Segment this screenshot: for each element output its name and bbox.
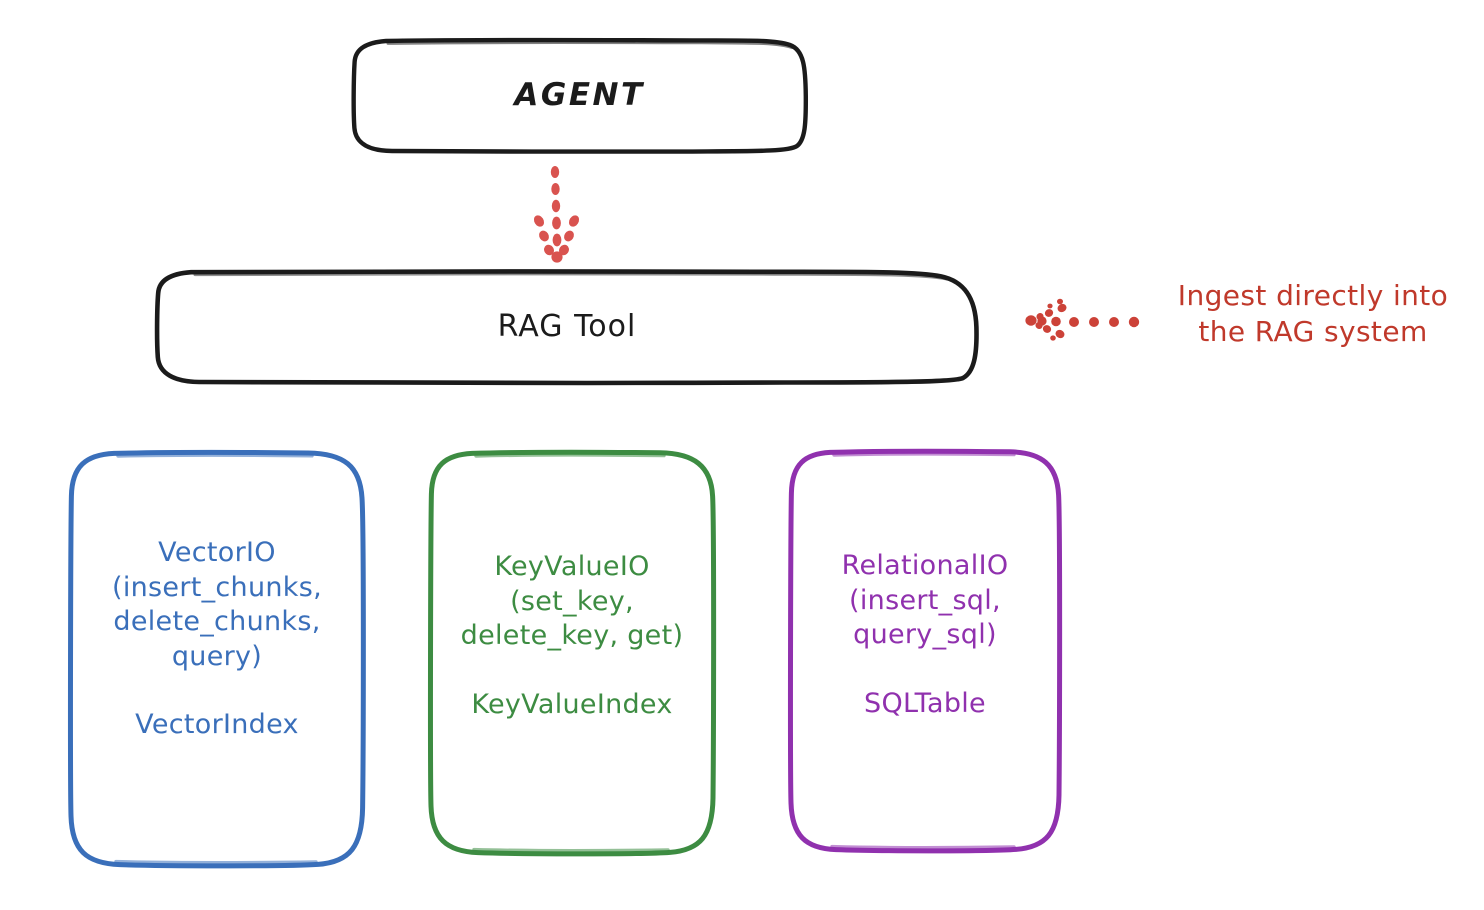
node-key-value-io[interactable]: KeyValueIO (set_key, delete_key, get) Ke… (427, 449, 717, 857)
node-vector-io[interactable]: VectorIO (insert_chunks, delete_chunks, … (67, 449, 366, 869)
rag-tool-label: RAG Tool (497, 308, 637, 344)
key-value-io-index-label: KeyValueIndex (471, 688, 673, 720)
relational-io-api-label: RelationalIO (insert_sql, query_sql) (841, 550, 1009, 651)
vector-io-index-label: VectorIndex (135, 709, 299, 741)
vector-io-api-label: VectorIO (insert_chunks, delete_chunks, … (112, 537, 322, 672)
agent-label: AGENT (514, 77, 645, 114)
node-relational-io[interactable]: RelationalIO (insert_sql, query_sql) SQL… (787, 448, 1063, 854)
node-agent[interactable]: AGENT (351, 37, 809, 154)
relational-io-index-label: SQLTable (864, 687, 986, 719)
annotation-ingest-text: Ingest directly into the RAG system (1177, 279, 1449, 349)
key-value-io-api-label: KeyValueIO (set_key, delete_key, get) (460, 551, 684, 652)
node-rag-tool[interactable]: RAG Tool (154, 269, 979, 386)
